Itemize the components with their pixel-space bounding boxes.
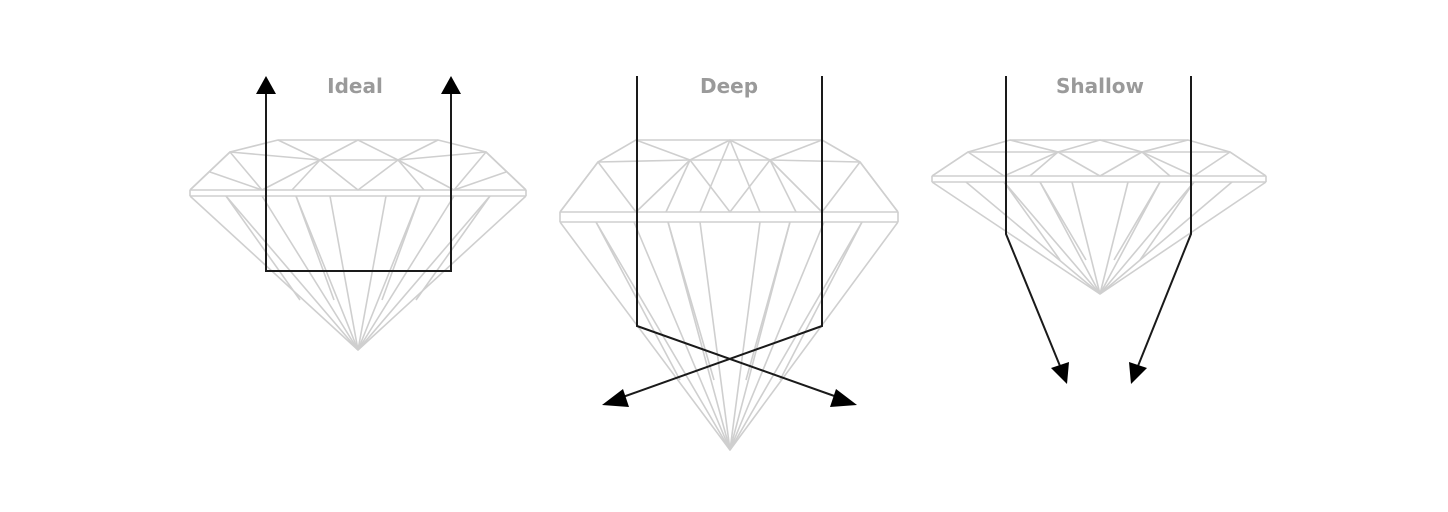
shallow-label: Shallow: [1056, 74, 1144, 98]
deep-light-path: [602, 76, 857, 407]
deep-arrow-left-icon: [602, 389, 629, 407]
shallow-diamond-group: Shallow: [931, 74, 1267, 384]
ideal-light-path: [256, 76, 461, 272]
ideal-label: Ideal: [327, 74, 383, 98]
deep-arrow-right-icon: [830, 389, 857, 407]
shallow-arrow-right-icon: [1129, 362, 1147, 384]
shallow-arrow-left-icon: [1051, 362, 1069, 384]
ideal-arrow-right-icon: [441, 76, 461, 94]
deep-diamond-group: Deep: [559, 74, 899, 451]
ideal-arrow-left-icon: [256, 76, 276, 94]
ideal-diamond-group: Ideal: [189, 74, 527, 351]
ideal-diamond-outline: [189, 139, 527, 351]
shallow-diamond-outline: [931, 139, 1267, 295]
deep-label: Deep: [700, 74, 758, 98]
shallow-light-path: [1005, 76, 1192, 384]
